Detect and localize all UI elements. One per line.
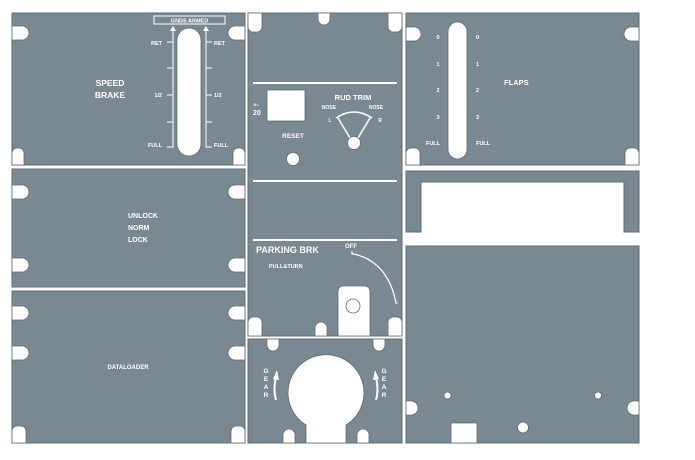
flaps-left-0: 0 <box>436 35 439 41</box>
gear-right-r: R <box>382 392 387 399</box>
arrow-up-icon <box>373 370 379 380</box>
speed-brake-right-full: FULL <box>214 143 229 149</box>
mounting-hole <box>443 391 452 400</box>
speed-brake-right-ret: RET <box>214 41 226 47</box>
door-norm-label: NORM <box>128 225 150 232</box>
flaps-panel: 0 1 2 3 FULL 0 1 2 3 FULL FLAPS <box>405 12 640 166</box>
speed-brake-lever-slot[interactable] <box>176 27 202 157</box>
flaps-right-0: 0 <box>476 35 479 41</box>
flaps-left-3: 3 <box>436 115 439 121</box>
reset-label: RESET <box>282 133 304 140</box>
off-label: OFF <box>345 244 357 250</box>
gear-lever-cutout[interactable] <box>287 354 365 444</box>
blank-bracket-panel <box>405 170 640 233</box>
door-lock-label: LOCK <box>128 237 148 244</box>
mounting-hole <box>594 391 602 400</box>
speed-brake-title-1: SPEED <box>96 78 125 88</box>
rudder-trim-display <box>266 89 306 122</box>
dataloader-panel: DATALOADER <box>11 290 246 444</box>
flaps-left-2: 2 <box>436 88 439 94</box>
door-lock-panel: UNLOCK NORM LOCK <box>11 168 246 288</box>
left-label: L <box>328 118 331 124</box>
speed-brake-left-full: FULL <box>148 143 163 149</box>
door-unlock-label: UNLOCK <box>128 213 158 220</box>
dataloader-title: DATALOADER <box>107 365 149 371</box>
nose-left-label: NOSE <box>322 105 337 111</box>
mounting-hole <box>517 421 529 434</box>
gear-right-g: G <box>381 368 386 375</box>
flaps-right-2: 2 <box>476 88 479 94</box>
flaps-right-3: 3 <box>476 115 479 121</box>
gear-left-r: R <box>264 392 269 399</box>
parking-brake-title: PARKING BRK <box>256 245 319 255</box>
gear-left-g: G <box>263 368 268 375</box>
rudder-trim-parking-brake-panel: +- 20 RUD TRIM NOSE NOSE L R RESET PARKI… <box>247 12 403 337</box>
gear-right-e: E <box>382 376 387 383</box>
speed-brake-right-half: 1/2 <box>214 93 222 99</box>
right-label: R <box>378 118 382 124</box>
rudder-trim-knob[interactable] <box>347 136 361 150</box>
reset-button[interactable] <box>286 152 300 166</box>
gear-left-a: A <box>264 384 269 391</box>
arrow-up-icon <box>273 370 279 380</box>
trim-range-value: 20 <box>253 110 261 117</box>
rud-trim-title: RUD TRIM <box>335 93 372 102</box>
flaps-left-full: FULL <box>426 141 441 147</box>
flaps-lever-slot[interactable] <box>447 21 468 160</box>
speed-brake-left-ret: RET <box>151 41 163 47</box>
flaps-right-1: 1 <box>476 62 479 68</box>
flaps-left-1: 1 <box>436 62 439 68</box>
speed-brake-title-2: BRAKE <box>95 90 126 100</box>
arrow-up-icon <box>170 26 176 31</box>
parking-brake-handle[interactable] <box>337 285 371 337</box>
flaps-title: FLAPS <box>504 78 529 87</box>
gear-right-a: A <box>382 384 387 391</box>
gear-left-e: E <box>264 376 269 383</box>
gnds-armed-label: GNDS ARMED <box>171 19 208 25</box>
speed-brake-left-half: 1/2 <box>154 93 162 99</box>
speed-brake-panel: SPEED BRAKE GNDS ARMED RET 1/2 FULL RET … <box>11 12 246 166</box>
arrow-up-icon <box>203 26 209 31</box>
blank-mounting-panel <box>405 245 640 444</box>
flaps-right-full: FULL <box>476 141 491 147</box>
nose-right-label: NOSE <box>369 105 384 111</box>
pull-turn-label: PULL&TURN <box>269 264 303 270</box>
connector-cutout <box>450 422 478 444</box>
trim-range-sign: +- <box>253 102 259 109</box>
gear-panel: G E A R G E A R <box>247 338 403 444</box>
